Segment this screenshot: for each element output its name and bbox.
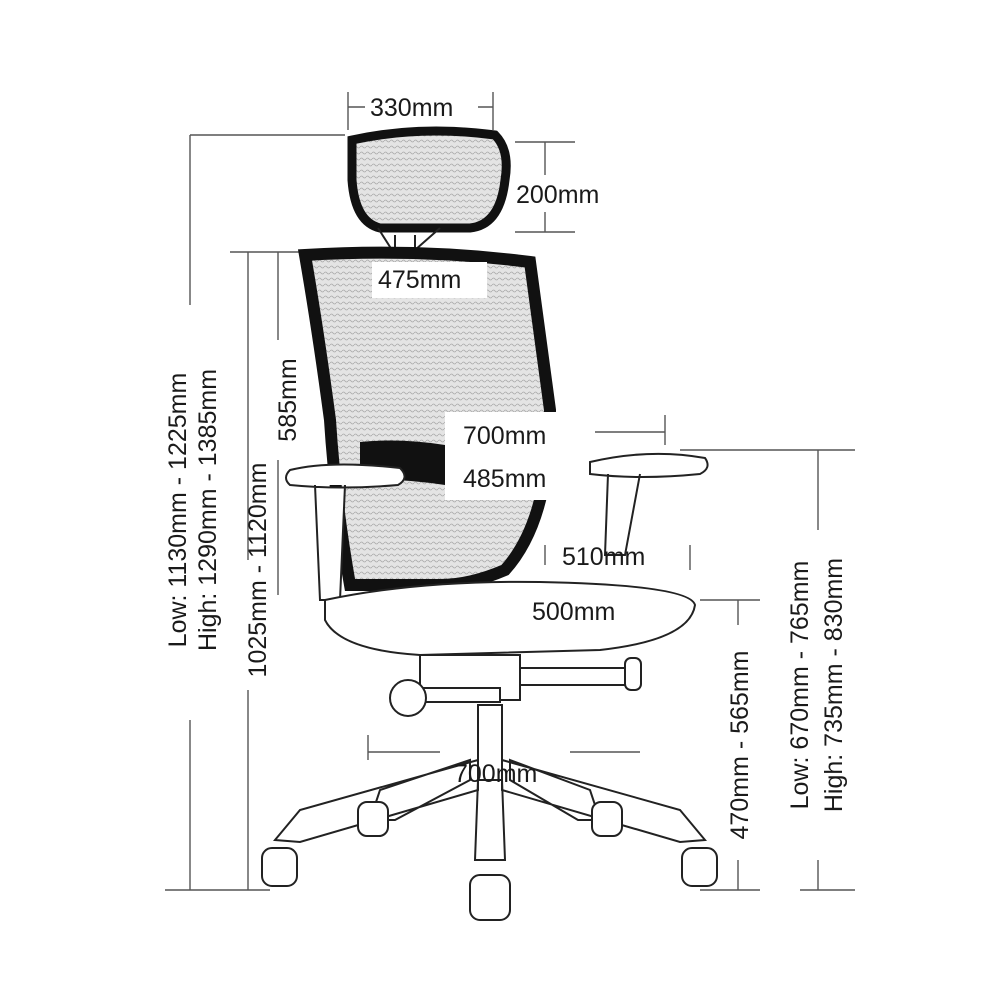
right-armrest xyxy=(589,452,709,556)
seat-height-label: 470mm - 565mm xyxy=(726,651,754,840)
arm-inner-width-label: 485mm xyxy=(463,465,546,493)
backrest xyxy=(297,246,557,591)
headrest-width-label: 330mm xyxy=(370,94,453,122)
overall-height-high-label: High: 1290mm - 1385mm xyxy=(194,369,222,651)
height-no-headrest-label: 1025mm - 1120mm xyxy=(244,463,272,678)
back-height-label: 585mm xyxy=(274,358,302,441)
headrest-height-label: 200mm xyxy=(516,181,599,209)
overall-height-low-label: Low: 1130mm - 1225mm xyxy=(164,373,192,648)
dimension-labels: 330mm 200mm 475mm 700mm 485mm 510mm 500m… xyxy=(164,94,848,839)
seat-width-label: 500mm xyxy=(532,598,615,626)
arm-height-low-label: Low: 670mm - 765mm xyxy=(786,561,814,810)
base-width-label: 700mm xyxy=(454,760,537,788)
casters xyxy=(261,801,718,921)
chair-illustration xyxy=(261,126,718,921)
seat xyxy=(324,580,697,657)
back-width-label: 475mm xyxy=(378,266,461,294)
arm-outer-width-label: 700mm xyxy=(463,422,546,450)
base xyxy=(272,758,708,861)
dimension-lines xyxy=(165,92,855,891)
headrest xyxy=(347,126,511,233)
seat-depth-label: 510mm xyxy=(562,543,645,571)
arm-height-high-label: High: 735mm - 830mm xyxy=(820,558,848,812)
